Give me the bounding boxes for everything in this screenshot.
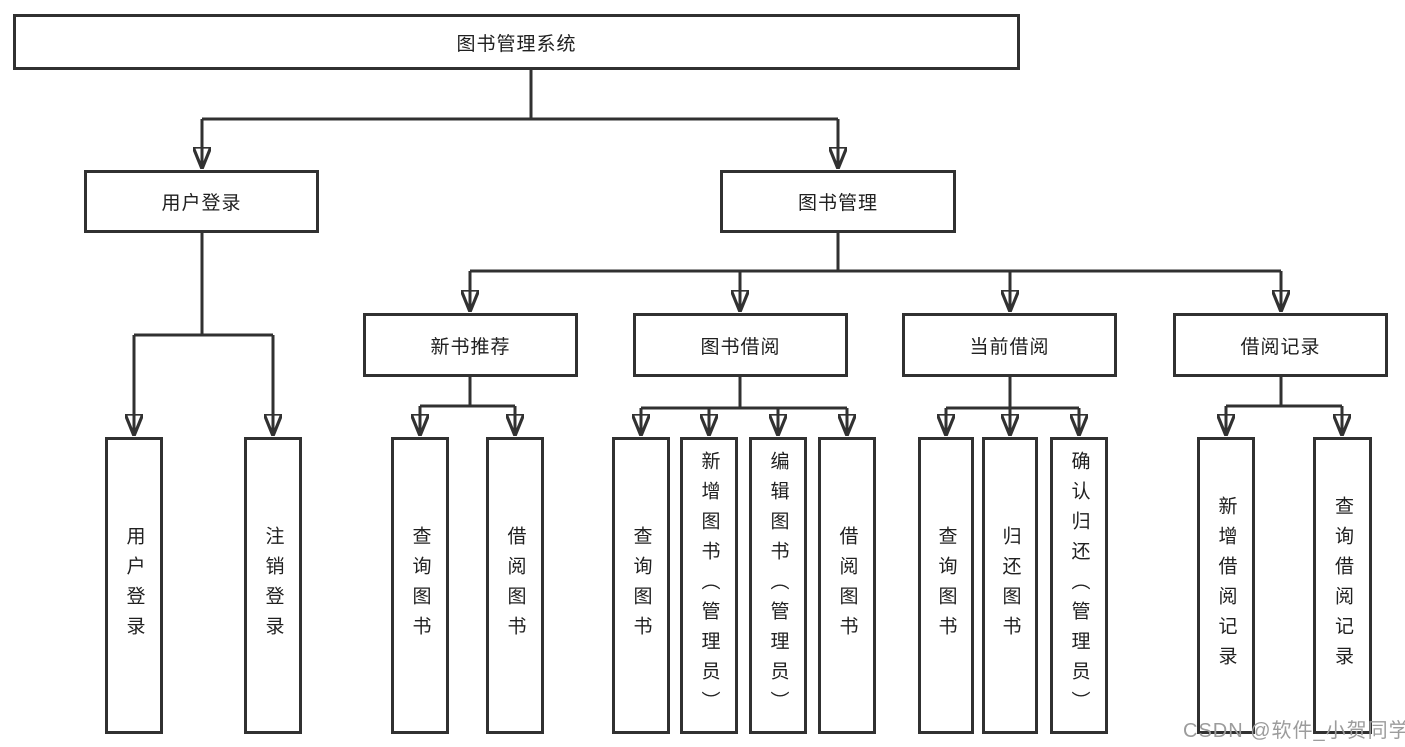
node-label: 用户登录	[161, 193, 242, 214]
leaf-logout: 注销登录	[244, 437, 302, 734]
node-current-borrow: 当前借阅	[902, 313, 1117, 377]
leaf-label: 归还图书	[999, 525, 1021, 646]
leaf-nb-borrow-book: 借阅图书	[486, 437, 544, 734]
leaf-label: 借阅图书	[836, 525, 858, 646]
node-book-borrow: 图书借阅	[633, 313, 848, 377]
leaf-nb-query-book: 查询图书	[391, 437, 449, 734]
node-label: 当前借阅	[969, 336, 1050, 358]
leaf-label: 借阅图书	[504, 525, 526, 646]
leaf-label: 注销登录	[262, 525, 284, 646]
connector-new-book-children	[420, 377, 515, 436]
node-label: 新书推荐	[430, 336, 511, 358]
leaf-label: 编辑图书（管理员）	[767, 450, 789, 721]
node-new-book-recommend: 新书推荐	[363, 313, 578, 377]
leaf-br-add-record: 新增借阅记录	[1197, 437, 1255, 734]
leaf-label: 查询图书	[935, 525, 957, 646]
leaf-label: 确认归还（管理员）	[1068, 450, 1090, 721]
connector-borrow-record-children	[1226, 377, 1342, 436]
node-borrow-record: 借阅记录	[1173, 313, 1388, 377]
connector-root-to-level2	[202, 70, 838, 169]
leaf-user-login: 用户登录	[105, 437, 163, 734]
leaf-cb-confirm-return-admin: 确认归还（管理员）	[1050, 437, 1108, 734]
node-label: 图书管理	[797, 193, 878, 214]
leaf-label: 新增借阅记录	[1215, 495, 1237, 676]
leaf-label: 查询借阅记录	[1332, 495, 1353, 676]
leaf-label: 查询图书	[630, 525, 652, 646]
leaf-label: 用户登录	[123, 525, 145, 646]
node-user-login: 用户登录	[84, 170, 319, 233]
leaf-bb-borrow-book: 借阅图书	[818, 437, 876, 734]
leaf-bb-edit-book-admin: 编辑图书（管理员）	[749, 437, 807, 734]
leaf-label: 新增图书（管理员）	[698, 450, 720, 721]
node-label: 图书管理系统	[456, 33, 577, 55]
node-label: 图书借阅	[700, 336, 781, 358]
node-book-management: 图书管理	[720, 170, 956, 233]
node-label: 借阅记录	[1240, 336, 1321, 358]
leaf-label: 查询图书	[409, 525, 431, 646]
leaf-br-query-record: 查询借阅记录	[1313, 437, 1372, 734]
leaf-bb-query-book: 查询图书	[612, 437, 670, 734]
connector-current-borrow-children	[946, 377, 1079, 436]
connector-book-borrow-children	[641, 377, 847, 436]
leaf-cb-query-book: 查询图书	[918, 437, 974, 734]
node-library-system-root: 图书管理系统	[13, 14, 1020, 70]
leaf-bb-add-book-admin: 新增图书（管理员）	[680, 437, 738, 734]
connector-book-mgmt-to-level3	[470, 233, 1281, 312]
leaf-cb-return-book: 归还图书	[982, 437, 1038, 734]
connector-user-login-children	[134, 233, 273, 436]
csdn-watermark: CSDN @软件_小贺同学	[1183, 720, 1405, 742]
